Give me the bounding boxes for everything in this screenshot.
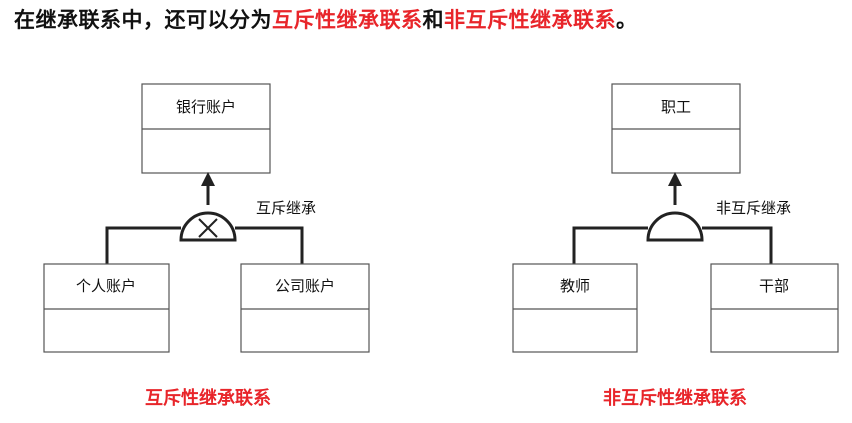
branch-line-right (235, 226, 304, 264)
exclusive-caption: 互斥性继承联系 (145, 388, 271, 409)
parent-entity-box: 银行账户 (141, 83, 271, 174)
exclusive-inheritance-diagram: 银行账户 互斥继承 个人账户 公司账户 (43, 83, 370, 353)
intro-highlight-exclusive: 互斥性继承联系 (272, 8, 423, 32)
relation-label: 非互斥继承 (716, 199, 791, 217)
child-entity-box: 干部 (710, 263, 839, 353)
intro-text-2: 和 (422, 8, 444, 32)
branch-line-left (105, 226, 181, 264)
intro-text-3: 。 (616, 8, 638, 32)
child-entity-name: 个人账户 (76, 277, 136, 295)
child-entity-name: 干部 (759, 277, 789, 295)
child-entity-box: 教师 (512, 263, 638, 353)
nonexclusive-inheritance-diagram: 职工 非互斥继承 教师 干部 (512, 83, 839, 353)
child-entity-name: 教师 (560, 277, 590, 295)
relation-label: 互斥继承 (256, 199, 316, 217)
intro-heading: 在继承联系中，还可以分为互斥性继承联系和非互斥性继承联系。 (14, 4, 638, 34)
arrow-head-icon (668, 172, 682, 186)
nonexclusive-symbol-icon (646, 211, 704, 242)
intro-highlight-nonexclusive: 非互斥性继承联系 (444, 8, 616, 32)
parent-entity-box: 职工 (611, 83, 741, 174)
arrow-head-icon (201, 172, 215, 186)
parent-entity-name: 银行账户 (176, 98, 236, 116)
exclusive-symbol-icon (179, 211, 237, 242)
intro-text-1: 在继承联系中，还可以分为 (14, 8, 272, 32)
child-entity-box: 个人账户 (43, 263, 170, 353)
branch-line-right (702, 226, 773, 264)
branch-line-left (572, 226, 648, 264)
child-entity-name: 公司账户 (275, 277, 335, 295)
child-entity-box: 公司账户 (240, 263, 370, 353)
nonexclusive-caption: 非互斥性继承联系 (603, 388, 747, 409)
parent-entity-name: 职工 (661, 98, 691, 116)
